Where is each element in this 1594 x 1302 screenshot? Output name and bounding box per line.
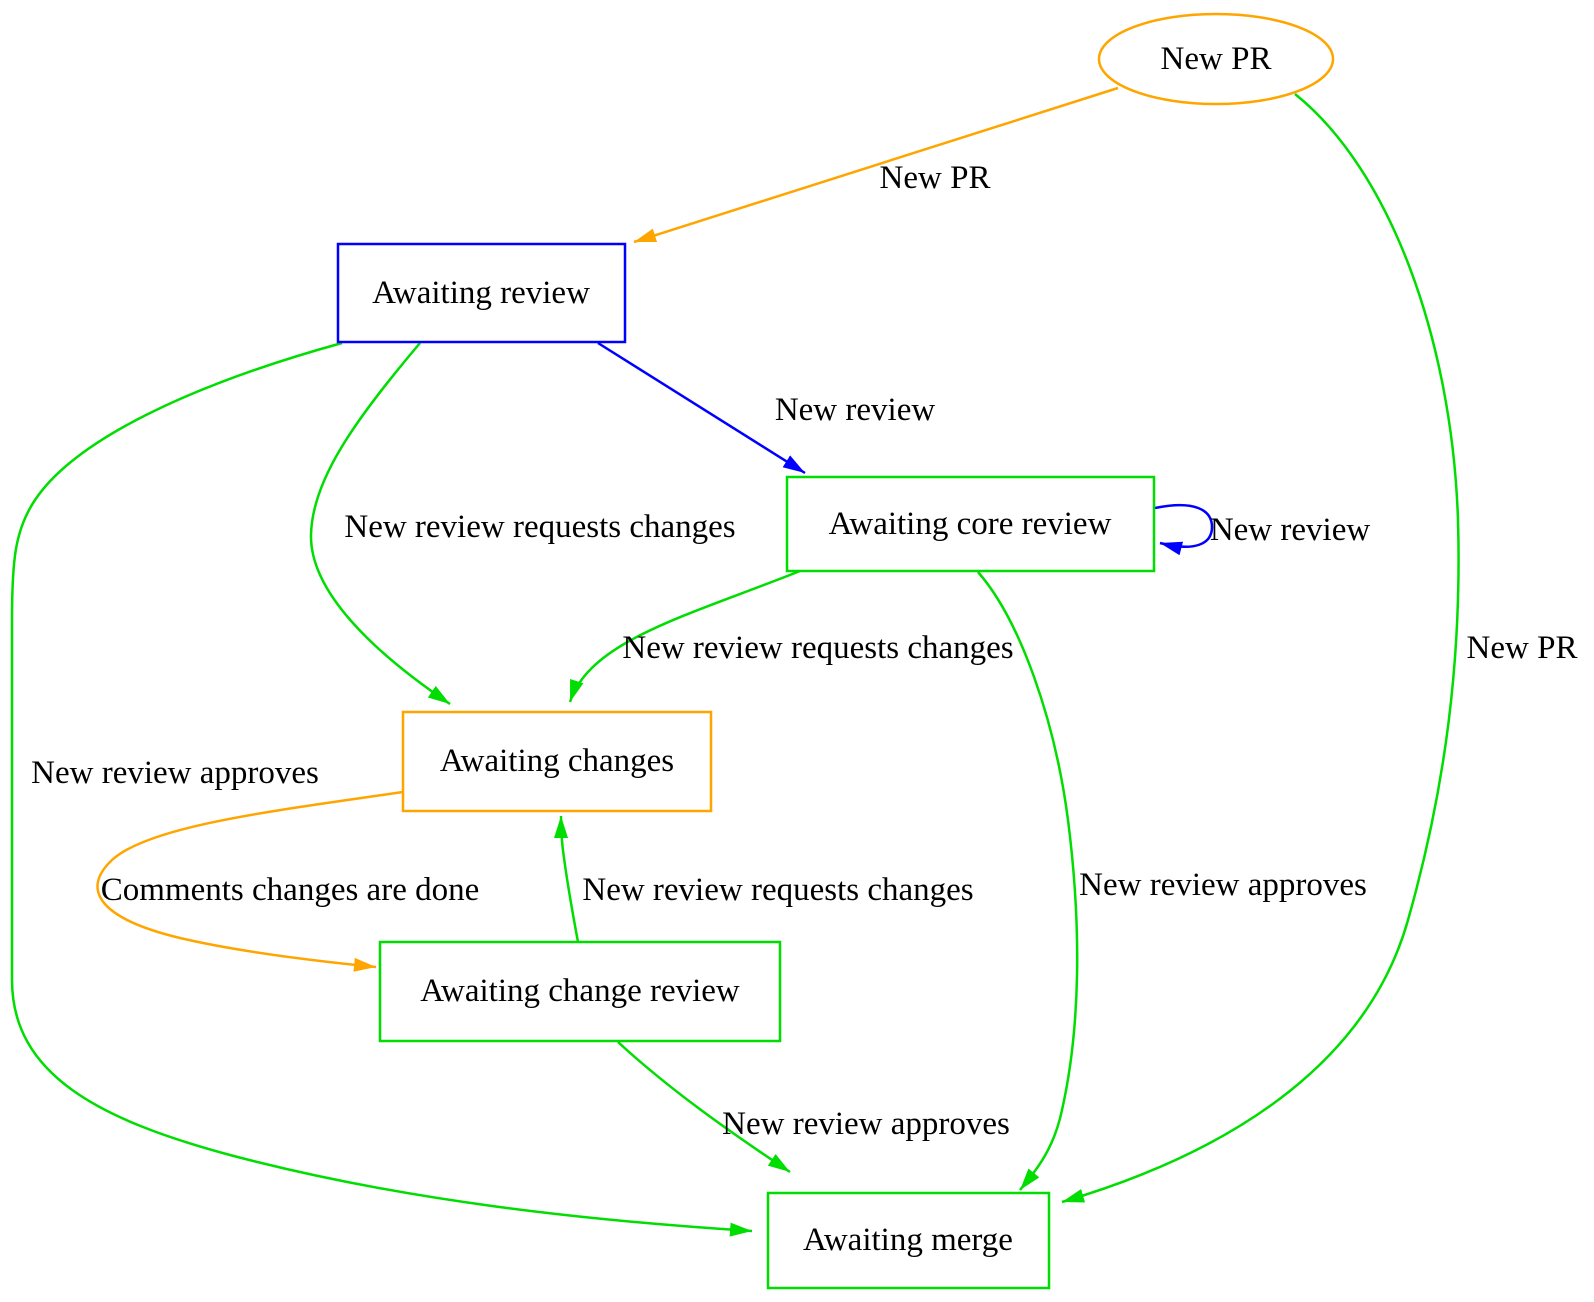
edge-labels: New PR New PR New review New review requ… bbox=[31, 160, 1577, 1142]
node-awaiting-change-review-shape bbox=[378, 940, 782, 1043]
node-awaiting-merge: Awaiting merge bbox=[766, 1191, 1051, 1290]
edge-newpr-to-awaiting-merge bbox=[1061, 93, 1460, 1204]
edge-awaiting-review-to-core-review bbox=[597, 341, 806, 475]
node-awaiting-change-review: Awaiting change review bbox=[378, 940, 782, 1043]
node-awaiting-core-review-shape bbox=[785, 475, 1156, 573]
node-awaiting-changes-label: Awaiting changes bbox=[440, 743, 674, 779]
edge-label-new-pr-right: New PR bbox=[1467, 630, 1578, 666]
node-awaiting-review-shape bbox=[336, 242, 627, 344]
edge-awaiting-review-to-awaiting-merge bbox=[10, 341, 753, 1237]
node-awaiting-change-review-label: Awaiting change review bbox=[420, 973, 740, 1009]
edge-core-review-to-awaiting-changes bbox=[568, 569, 801, 703]
edge-label-requests-changes-3: New review requests changes bbox=[582, 872, 973, 908]
node-awaiting-merge-label: Awaiting merge bbox=[803, 1222, 1013, 1258]
edge-label-approves-right: New review approves bbox=[1079, 867, 1367, 903]
edge-label-new-review-loop: New review bbox=[1210, 512, 1371, 548]
edge-label-comments-done: Comments changes are done bbox=[101, 872, 479, 908]
node-awaiting-changes-shape bbox=[401, 710, 713, 813]
node-new-pr: New PR bbox=[1097, 12, 1335, 106]
node-awaiting-core-review: Awaiting core review bbox=[785, 475, 1156, 573]
edge-label-requests-changes-1: New review requests changes bbox=[344, 509, 735, 545]
node-awaiting-changes: Awaiting changes bbox=[401, 710, 713, 813]
edge-core-review-self-loop bbox=[1154, 503, 1214, 556]
node-awaiting-merge-shape bbox=[766, 1191, 1051, 1290]
node-awaiting-review-label: Awaiting review bbox=[372, 275, 590, 311]
edge-label-approves-left: New review approves bbox=[31, 755, 319, 791]
node-new-pr-shape bbox=[1097, 12, 1335, 106]
edge-core-review-to-awaiting-merge bbox=[977, 571, 1079, 1191]
node-new-pr-label: New PR bbox=[1161, 41, 1272, 77]
edge-change-review-to-awaiting-merge bbox=[617, 1041, 791, 1174]
edge-newpr-to-awaiting-review bbox=[633, 86, 1119, 244]
node-awaiting-core-review-label: Awaiting core review bbox=[829, 506, 1112, 542]
node-awaiting-review: Awaiting review bbox=[336, 242, 627, 344]
edge-awaiting-changes-to-change-review bbox=[96, 790, 404, 972]
edge-label-requests-changes-2: New review requests changes bbox=[622, 630, 1013, 666]
nodes: New PR Awaiting review Awaiting core rev… bbox=[336, 12, 1335, 1290]
edge-awaiting-review-to-awaiting-changes bbox=[309, 342, 451, 706]
edge-label-new-pr-top: New PR bbox=[880, 160, 991, 196]
edge-change-review-to-awaiting-changes bbox=[554, 815, 580, 943]
edges bbox=[10, 86, 1460, 1237]
edge-label-new-review: New review bbox=[775, 392, 936, 428]
edge-label-approves-bottom: New review approves bbox=[722, 1106, 1010, 1142]
